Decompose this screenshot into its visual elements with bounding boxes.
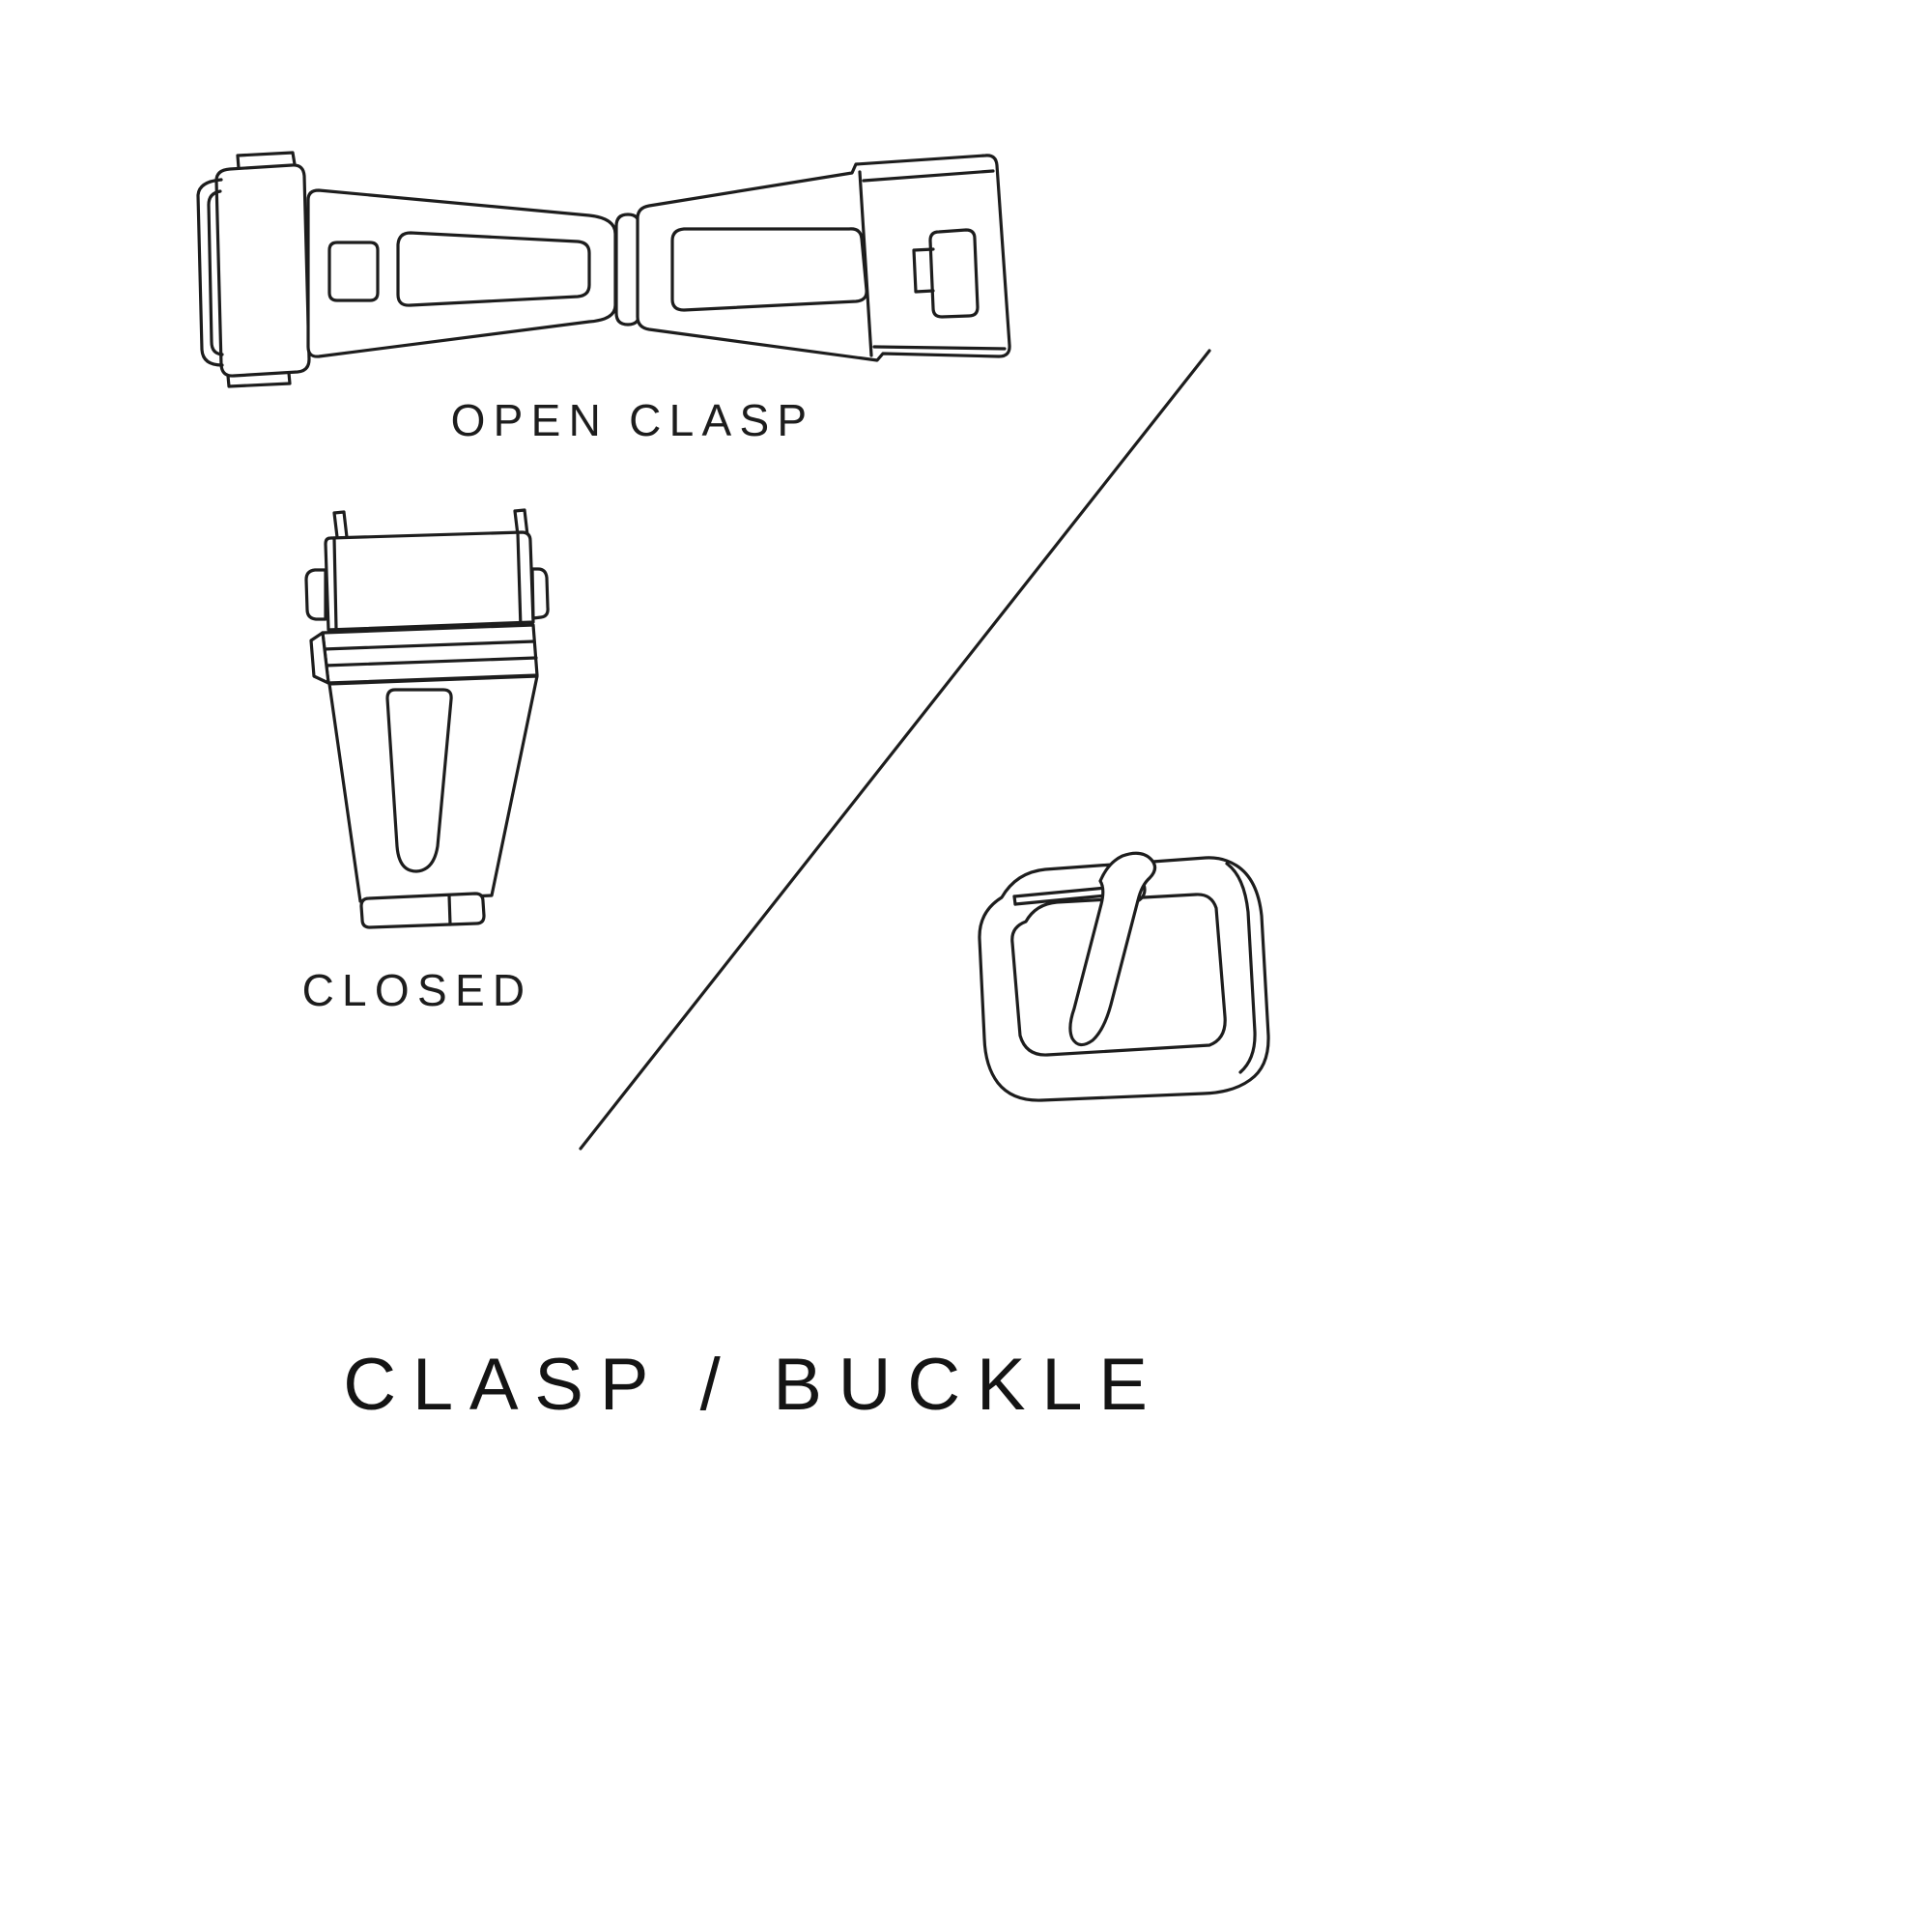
closed-clasp-band-fold: [309, 631, 330, 685]
buckle-pin-end: [1012, 895, 1017, 906]
closed-clasp-band-line-2: [323, 656, 538, 668]
open-clasp-endlink-curl-inner: [207, 189, 224, 356]
buckle-prong: [1068, 851, 1157, 1047]
closed-clasp-bottom-bar-line: [447, 894, 452, 926]
closed-clasp-label: CLOSED: [301, 965, 533, 1015]
open-clasp-endlink-curl-outer: [196, 178, 224, 367]
closed-clasp-band-line-1: [322, 639, 536, 651]
closed-clasp-flap-line-right: [516, 531, 523, 630]
closed-clasp-prong-left: [332, 510, 349, 539]
open-clasp-illustration: [196, 151, 1011, 388]
open-clasp-right-arm-cutout: [928, 228, 980, 319]
open-clasp-endlink-tab-top: [236, 151, 297, 170]
open-clasp-left-endlink: [214, 163, 311, 378]
buckle-illustration: [978, 851, 1270, 1102]
open-clasp-right-arm-panel: [670, 227, 868, 312]
closed-clasp-top-flap: [324, 530, 535, 632]
open-clasp-left-arm-panel: [396, 231, 591, 307]
buckle-inner-opening: [1010, 893, 1227, 1057]
closed-clasp-band: [321, 623, 539, 685]
open-clasp-left-arm: [306, 188, 617, 358]
open-clasp-endlink-tab-bottom: [226, 371, 292, 388]
open-clasp-right-arm-top-line: [862, 169, 995, 183]
buckle-outer-frame: [978, 856, 1270, 1102]
closed-clasp-flap-line-left: [332, 536, 338, 631]
closed-clasp-ear-right: [530, 567, 550, 620]
buckle-pin-line-top: [1012, 885, 1119, 898]
closed-clasp-body: [327, 674, 539, 903]
closed-clasp-prong-right: [513, 508, 529, 537]
divider-line: [579, 349, 1211, 1151]
closed-clasp-illustration: [304, 508, 550, 929]
open-clasp-left-arm-notch: [327, 241, 380, 302]
open-clasp-right-arm-bottom-line: [872, 345, 1007, 351]
closed-clasp-body-slot: [385, 688, 453, 873]
open-clasp-right-arm-hook: [912, 247, 935, 294]
buckle-right-thickness-line: [1225, 862, 1257, 1074]
closed-clasp-bottom-bar: [359, 892, 486, 929]
buckle-pin-line-bottom: [1013, 893, 1119, 906]
page-title: CLASP / BUCKLE: [343, 1344, 1164, 1426]
closed-clasp-ear-left: [304, 568, 327, 621]
open-clasp-label: OPEN CLASP: [450, 395, 815, 445]
